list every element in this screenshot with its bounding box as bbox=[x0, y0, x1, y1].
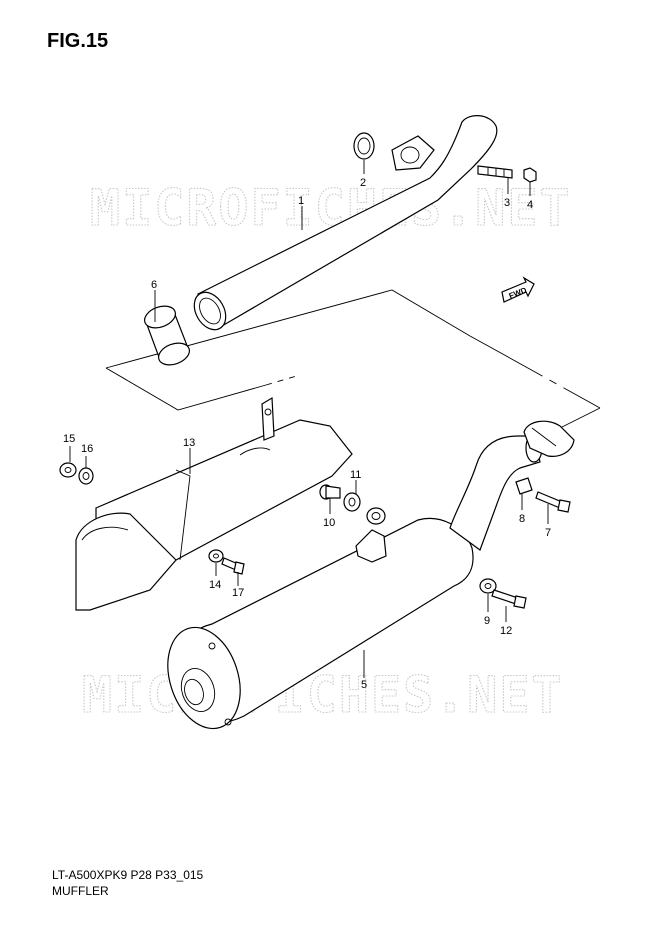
muffler-bracket bbox=[355, 529, 387, 563]
muffler-inlet-pipe bbox=[449, 433, 543, 551]
collar-10 bbox=[319, 484, 341, 500]
washer-14 bbox=[208, 549, 224, 563]
callout-4: 4 bbox=[527, 199, 533, 211]
pipe-flange bbox=[391, 135, 435, 171]
collar bbox=[515, 477, 533, 495]
callout-17: 17 bbox=[232, 587, 244, 599]
heat-protector bbox=[75, 396, 353, 611]
callout-6: 6 bbox=[151, 279, 157, 291]
callout-1: 1 bbox=[298, 195, 304, 207]
callout-labels: 1 2 3 4 5 6 7 8 9 10 11 12 13 14 15 16 1… bbox=[63, 177, 551, 691]
callout-9: 9 bbox=[484, 615, 490, 627]
cushion-16 bbox=[78, 467, 94, 485]
muffler bbox=[167, 517, 474, 730]
stud-bolt bbox=[477, 165, 513, 179]
callout-lines bbox=[69, 160, 549, 678]
bolt-17 bbox=[221, 557, 245, 575]
washer-9 bbox=[479, 578, 497, 594]
figure-title: FIG.15 bbox=[47, 30, 109, 52]
callout-8: 8 bbox=[519, 513, 525, 525]
callout-3: 3 bbox=[504, 197, 510, 209]
footer-section-name: MUFFLER bbox=[52, 884, 109, 898]
callout-2: 2 bbox=[360, 177, 366, 189]
callout-10: 10 bbox=[323, 517, 335, 529]
fwd-arrow: FWD bbox=[501, 276, 535, 303]
footer-model-code: LT-A500XPK9 P28 P33_015 bbox=[52, 868, 204, 882]
watermark-bottom: MICROFICHES.NET bbox=[82, 666, 564, 724]
callout-16: 16 bbox=[81, 443, 93, 455]
callout-11: 11 bbox=[350, 469, 361, 481]
washer-15 bbox=[59, 462, 77, 478]
pipe-sleeve bbox=[143, 305, 191, 366]
gasket bbox=[353, 132, 375, 160]
nut bbox=[523, 167, 537, 183]
callout-7: 7 bbox=[545, 527, 551, 539]
bolt-12 bbox=[491, 589, 527, 609]
assembly-outline bbox=[105, 289, 601, 429]
callout-5: 5 bbox=[361, 679, 367, 691]
callout-15: 15 bbox=[63, 433, 75, 445]
bolt-7 bbox=[535, 491, 571, 513]
callout-12: 12 bbox=[500, 625, 512, 637]
exhaust-pipe bbox=[193, 115, 498, 331]
cushion-11 bbox=[343, 492, 361, 512]
callout-13: 13 bbox=[183, 437, 195, 449]
pipe-clamp bbox=[523, 420, 575, 457]
grommet bbox=[366, 507, 386, 525]
callout-14: 14 bbox=[209, 579, 221, 591]
